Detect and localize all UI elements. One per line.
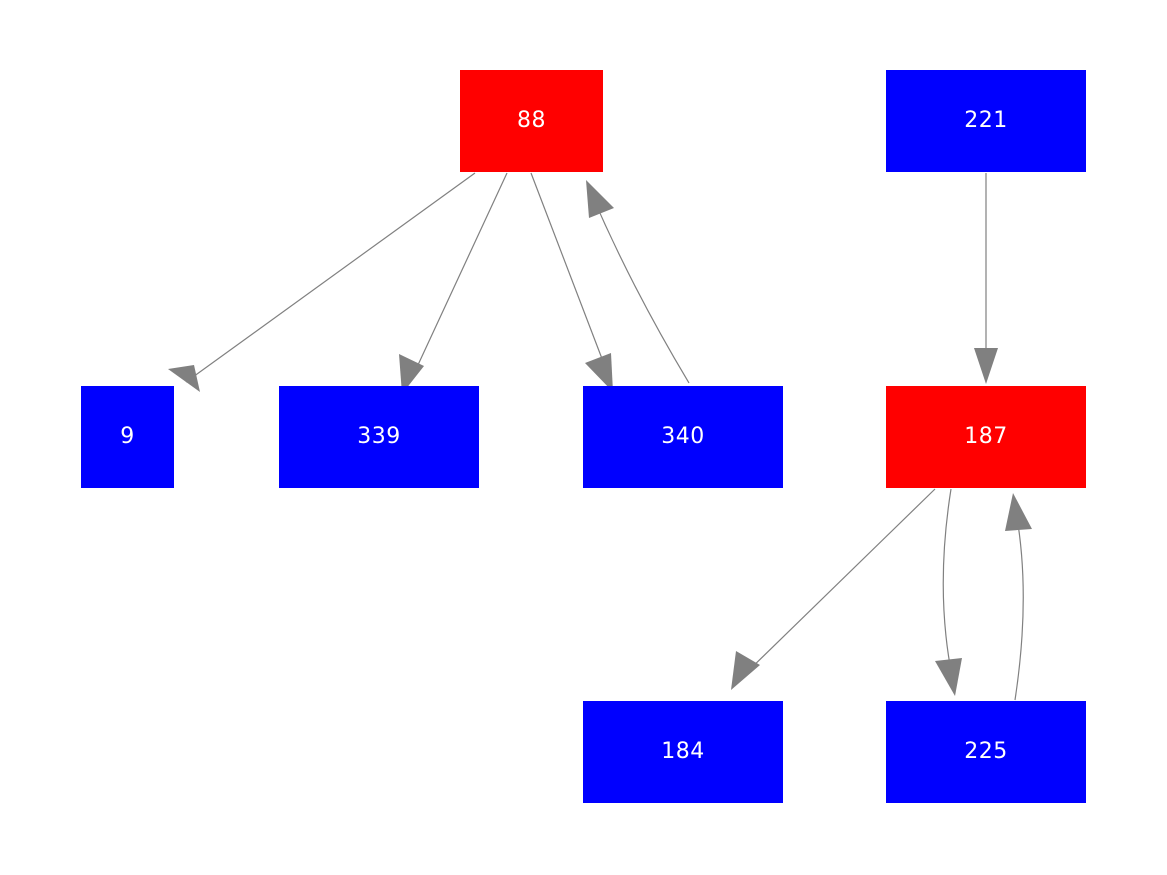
arrowhead-icon: [935, 658, 962, 696]
arrowhead-icon: [974, 348, 998, 384]
graph-node-label: 221: [964, 108, 1008, 133]
edge-225-to-187: [1005, 493, 1032, 701]
graph-node-221[interactable]: 221: [886, 70, 1086, 172]
arrowhead-icon: [731, 651, 760, 690]
edge-88-to-339: [399, 172, 508, 394]
graph-node-184[interactable]: 184: [583, 701, 783, 803]
graph-node-label: 339: [357, 424, 401, 449]
graph-node-label: 225: [964, 739, 1008, 764]
graph-node-label: 187: [964, 424, 1008, 449]
graph-node-88[interactable]: 88: [460, 70, 603, 172]
graph-node-label: 9: [120, 424, 135, 449]
graph-node-label: 340: [661, 424, 705, 449]
edge-340-to-88: [586, 180, 690, 384]
arrowhead-icon: [586, 180, 614, 218]
edge-187-to-225: [935, 488, 962, 696]
edge-187-to-184: [731, 488, 936, 690]
graph-node-225[interactable]: 225: [886, 701, 1086, 803]
graph-node-187[interactable]: 187: [886, 386, 1086, 488]
edge-88-to-340: [530, 172, 613, 392]
graph-node-9[interactable]: 9: [81, 386, 174, 488]
graph-node-340[interactable]: 340: [583, 386, 783, 488]
graph-node-339[interactable]: 339: [279, 386, 479, 488]
graph-node-label: 184: [661, 739, 705, 764]
edge-88-to-9: [168, 172, 476, 392]
arrowhead-icon: [1005, 493, 1032, 531]
edge-221-to-187: [974, 173, 998, 384]
graph-node-label: 88: [517, 108, 546, 133]
